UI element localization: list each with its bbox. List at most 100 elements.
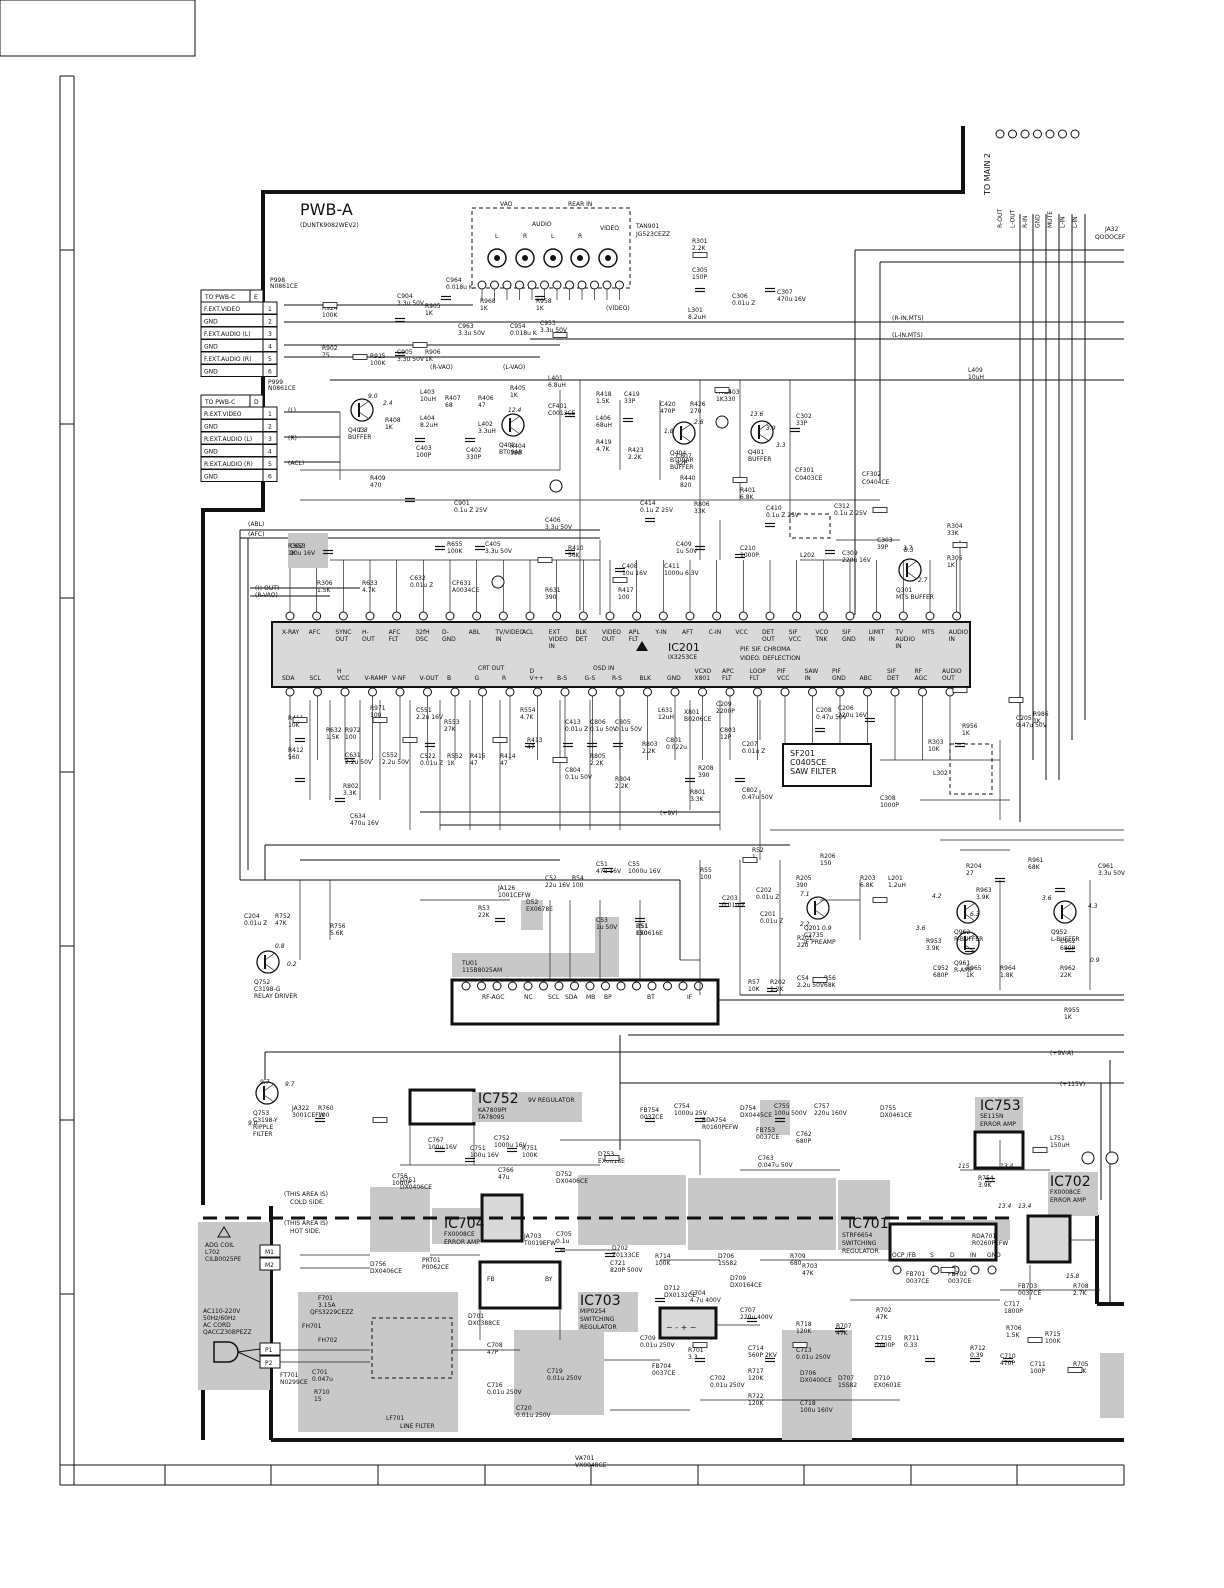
component-ref: FB701	[906, 1271, 925, 1278]
resistor-symbol	[1032, 1147, 1048, 1153]
component-ref: R953	[926, 938, 942, 945]
component-value: 0037CE	[756, 1134, 779, 1141]
component-value: 0037CE	[906, 1278, 929, 1285]
ic201-top-pin-label: OUT	[602, 636, 615, 643]
component-ref: R710	[314, 1389, 330, 1396]
ic201-top-pin-label: IN	[495, 636, 501, 643]
component-ref: C201	[760, 911, 776, 918]
component-value: 10uH	[420, 396, 436, 403]
ic703-by-pin: BY	[545, 1276, 553, 1283]
pin-circle	[477, 280, 487, 290]
component-ref: C406	[545, 517, 561, 524]
component-value: 1000u 16V	[628, 868, 662, 875]
component-value: 820	[680, 482, 692, 489]
component-value: 2.2K	[628, 454, 643, 461]
component-value: 0.01u Z	[732, 300, 755, 307]
component-value: 47	[478, 402, 486, 409]
pin-circle	[577, 280, 587, 290]
component-ref: FB704	[652, 1363, 671, 1370]
component-ref: C963	[458, 323, 474, 330]
component-ref: C309	[842, 550, 858, 557]
main2-pin-circle	[1045, 129, 1055, 139]
component-ref: R961	[1028, 857, 1044, 864]
tuner-pin-label: SCL	[548, 994, 560, 1001]
ic704-desc: ERROR AMP	[444, 1239, 480, 1246]
component-ref: L631	[658, 707, 673, 714]
rca-jack	[570, 248, 590, 268]
component-ref: C408	[622, 563, 638, 570]
ic201-bottom-pin-label: AGC	[915, 675, 928, 682]
transistor-desc: MTS BUFFER	[896, 594, 934, 601]
rail-9va: (+9V-A)	[1050, 1050, 1073, 1057]
component-ref: C954	[510, 323, 526, 330]
rca-jack-center	[550, 255, 556, 261]
transistor-ref: Q752	[254, 979, 270, 986]
tuner-pin	[694, 981, 703, 991]
ic201-top-pin-label: AFC	[389, 629, 401, 636]
component-value: 100K	[522, 1152, 538, 1159]
ic201-top-pin-label: OUT	[762, 636, 775, 643]
component-value: 390	[698, 772, 710, 779]
component-ref: R55	[700, 867, 712, 874]
voltage-label: 3.3	[776, 442, 786, 449]
rca-jack-center	[605, 255, 611, 261]
component-ref: R301	[692, 238, 708, 245]
component-value: 220u 16V	[842, 557, 872, 564]
component-value: 8.2uH	[688, 314, 706, 321]
component-ref: R986	[1033, 711, 1049, 718]
component-ref: R706	[1006, 1325, 1022, 1332]
component-ref: C962	[1060, 938, 1076, 945]
component-value: 100	[618, 594, 630, 601]
transistor-ref: Q952	[1051, 929, 1067, 936]
voltage-label: 2.6	[694, 419, 704, 426]
transistor-ref: Q402	[499, 442, 515, 449]
transistor-ref: Q301	[896, 587, 912, 594]
component-ref: C413	[565, 719, 581, 726]
resistor-symbol	[812, 977, 828, 983]
p2-label: P2	[265, 1360, 273, 1367]
resistor-symbol	[412, 342, 428, 348]
component-ref: L403	[420, 389, 435, 396]
component-value: 68K	[1028, 864, 1041, 871]
component-value: 100K	[1045, 1338, 1061, 1345]
ic201-bottom-pin	[423, 687, 432, 697]
bridge-symbol: ~ - + ~	[666, 1323, 697, 1332]
bus-label: (R-VAO)	[255, 592, 278, 599]
component-value: 100u 16V	[470, 1152, 500, 1159]
ic201-desc2: VIDEO. DEFLECTION	[740, 655, 800, 662]
component-value: 1K	[1064, 1014, 1073, 1021]
tuner-pin-label: IF	[687, 994, 693, 1001]
voltage-label: 13.6	[750, 411, 764, 418]
component-value: 0.1u 50V	[590, 726, 618, 733]
vao-label: VAO	[500, 201, 513, 208]
pin-circle	[515, 280, 524, 290]
component-value: 150	[636, 930, 648, 937]
resistor-symbol	[792, 1342, 808, 1348]
component-value: 1000P	[740, 552, 759, 559]
component-value: 2.2K	[590, 760, 605, 767]
component-value: 100K	[322, 312, 338, 319]
f701-rating: 3.15A	[318, 1302, 336, 1309]
component-value: 1K	[425, 356, 434, 363]
ja32-label: JA32	[1104, 226, 1119, 233]
ic201-bottom-pin-label: R-S	[612, 675, 622, 682]
component-value: 3.3u 50V	[545, 524, 573, 531]
tuner-pin	[492, 981, 502, 991]
voltage-label: 7.1	[800, 891, 810, 898]
ic201-bottom-pin	[560, 687, 570, 697]
ic201-bottom-pin	[588, 687, 597, 697]
transistor-symbol	[956, 931, 980, 955]
component-ref: R57	[748, 979, 760, 986]
connector-e-part: N0861CE	[270, 283, 298, 290]
ic201-top-pin-label: APL	[629, 629, 641, 636]
component-value: 1K	[288, 550, 297, 557]
ic701-pin	[987, 1265, 997, 1275]
bus-label: (H-OUT)	[255, 585, 279, 592]
component-value: 15	[314, 1396, 322, 1403]
resistor-symbol	[952, 542, 968, 548]
component-ref: R305	[947, 555, 963, 562]
component-ref: C410	[766, 505, 782, 512]
ic201-top-pin-label: GND	[442, 636, 456, 643]
ic201-top-pin	[392, 611, 402, 621]
component-value: 3.9K	[976, 894, 991, 901]
